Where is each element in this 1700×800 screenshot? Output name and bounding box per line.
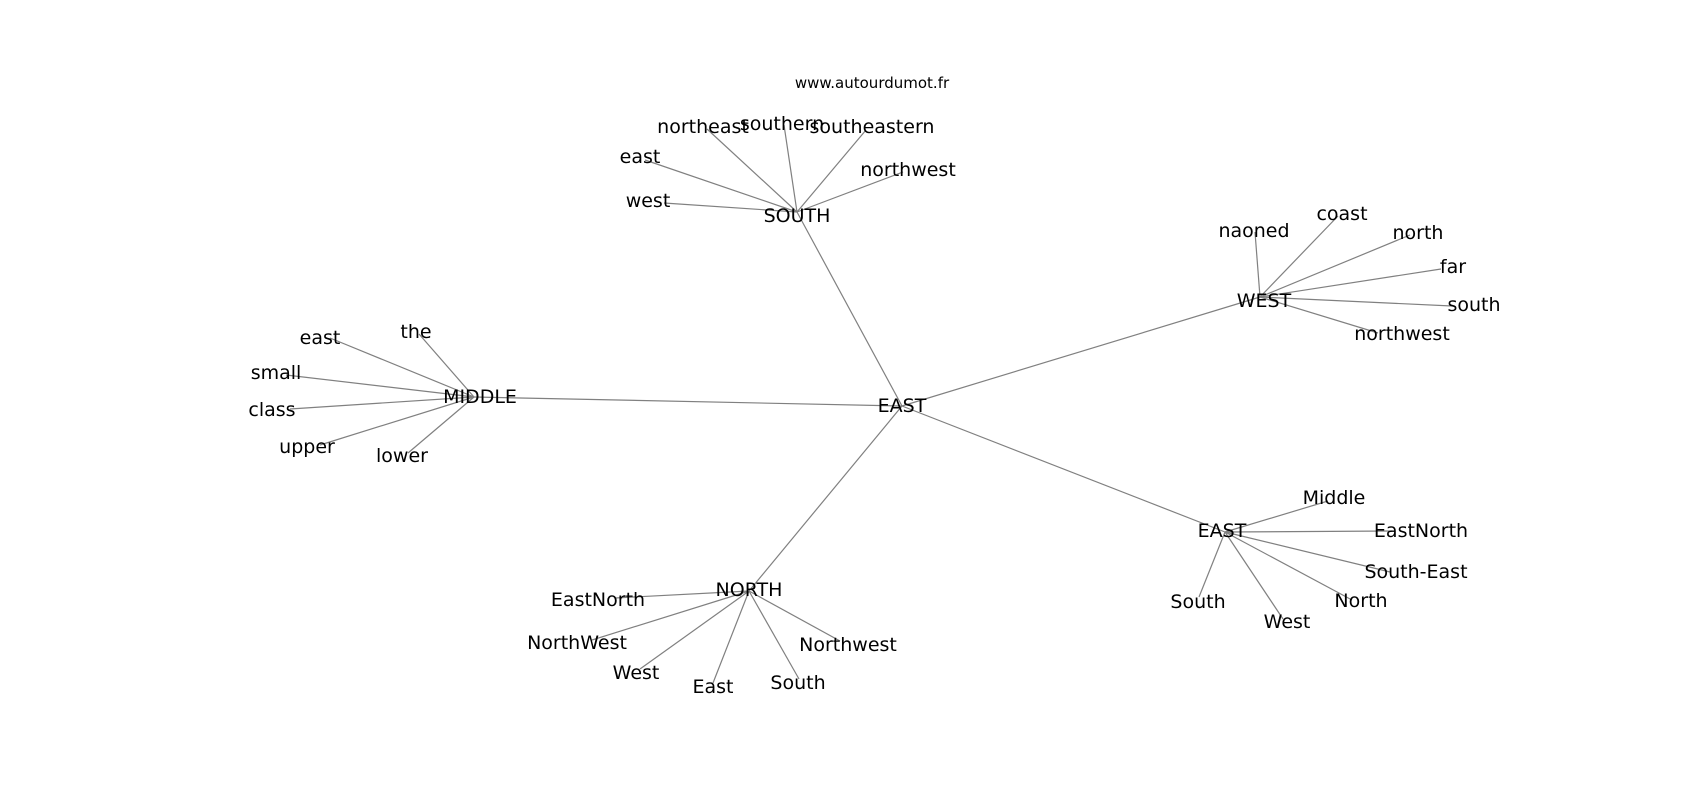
leaf-middle-3: class <box>248 399 295 421</box>
leaf-middle-5: lower <box>376 445 428 467</box>
leaf-east2-4: West <box>1264 611 1311 633</box>
edge-center-middle <box>473 396 903 407</box>
leaf-east2-2: South-East <box>1364 561 1467 583</box>
edge-north-4 <box>748 590 800 680</box>
edge-center-north <box>748 405 903 592</box>
edge-east2-5 <box>1198 531 1226 598</box>
edge-south-2 <box>796 129 867 213</box>
node-middle: MIDDLE <box>443 386 517 408</box>
leaf-south-0: northeast <box>657 116 749 138</box>
edge-east2-2 <box>1224 531 1391 573</box>
edge-west-4 <box>1259 296 1453 307</box>
edge-center-east2 <box>901 405 1226 533</box>
leaf-south-1: southern <box>740 113 824 135</box>
edge-north-1 <box>591 590 750 641</box>
leaf-west-4: south <box>1447 294 1500 316</box>
leaf-west-1: coast <box>1316 203 1367 225</box>
edge-north-3 <box>712 590 750 684</box>
edge-south-5 <box>663 202 798 213</box>
edge-middle-0 <box>329 337 475 398</box>
leaf-east2-5: South <box>1170 591 1225 613</box>
leaf-west-3: far <box>1440 256 1466 278</box>
edge-west-2 <box>1259 234 1411 298</box>
edge-east2-4 <box>1224 531 1284 620</box>
edge-west-5 <box>1259 296 1379 334</box>
leaf-east2-1: EastNorth <box>1374 520 1468 542</box>
leaf-east2-0: Middle <box>1303 487 1366 509</box>
edge-north-0 <box>614 590 750 599</box>
node-center: EAST <box>878 395 927 417</box>
edge-east2-0 <box>1224 500 1329 533</box>
edge-middle-5 <box>407 396 475 454</box>
leaf-east2-3: North <box>1334 590 1387 612</box>
edge-middle-1 <box>418 333 475 398</box>
leaf-north-5: Northwest <box>799 634 897 656</box>
node-west: WEST <box>1237 290 1292 312</box>
leaf-middle-0: east <box>300 327 341 349</box>
leaf-north-3: East <box>693 676 734 698</box>
leaf-north-1: NorthWest <box>527 632 627 654</box>
leaf-west-2: north <box>1393 222 1444 244</box>
leaf-south-4: northwest <box>860 159 956 181</box>
edge-east2-3 <box>1224 531 1353 601</box>
leaf-south-3: east <box>620 146 661 168</box>
edge-south-0 <box>706 128 798 213</box>
leaf-west-5: northwest <box>1354 323 1450 345</box>
watermark: www.autourdumot.fr <box>795 74 950 92</box>
leaf-middle-4: upper <box>279 436 335 458</box>
node-north: NORTH <box>716 579 783 601</box>
leaf-north-0: EastNorth <box>551 589 645 611</box>
leaf-south-2: southeastern <box>810 116 935 138</box>
edge-west-3 <box>1259 268 1442 298</box>
leaf-north-2: West <box>613 662 660 684</box>
leaf-middle-2: small <box>251 362 302 384</box>
leaf-middle-1: the <box>400 321 431 343</box>
leaf-north-4: South <box>770 672 825 694</box>
edge-south-3 <box>644 159 798 213</box>
graph-nodes: EASTSOUTHnortheastsouthernsoutheasternea… <box>248 113 1500 698</box>
edge-north-2 <box>639 590 750 670</box>
leaf-south-5: west <box>626 190 671 212</box>
node-east2: EAST <box>1198 520 1247 542</box>
edge-middle-2 <box>285 374 475 398</box>
edge-west-0 <box>1254 231 1261 298</box>
node-south: SOUTH <box>764 205 831 227</box>
edge-center-west <box>901 296 1261 407</box>
leaf-west-0: naoned <box>1218 220 1289 242</box>
edge-north-5 <box>748 590 841 642</box>
edge-center-south <box>796 211 903 407</box>
graph-edges <box>285 124 1453 684</box>
edge-south-4 <box>796 171 904 213</box>
edge-south-1 <box>783 124 798 213</box>
edge-east2-1 <box>1224 530 1393 533</box>
edge-middle-4 <box>319 396 475 446</box>
edge-west-1 <box>1259 215 1339 298</box>
edge-middle-3 <box>289 396 475 410</box>
